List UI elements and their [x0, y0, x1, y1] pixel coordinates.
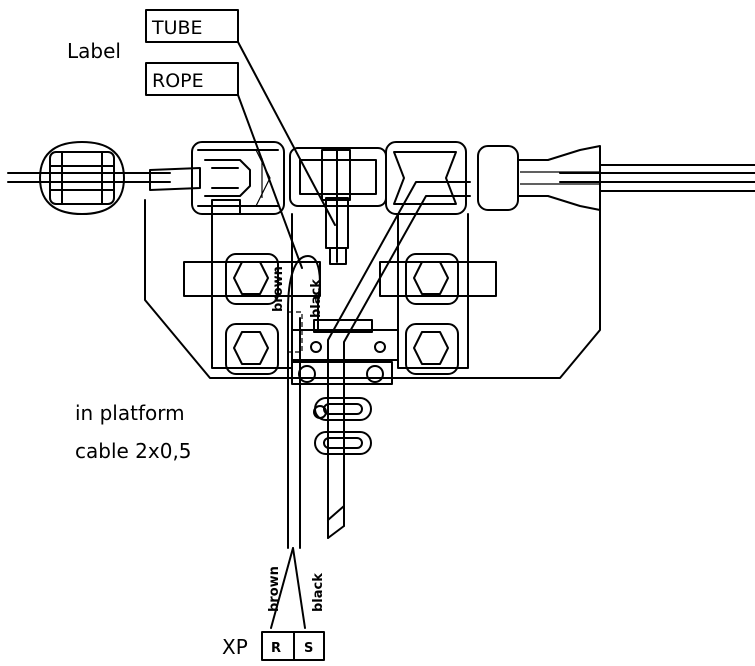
- xp-label: XP: [222, 635, 248, 659]
- center-bolt: [321, 149, 351, 265]
- wire-label-brown-upper: brown: [271, 266, 286, 312]
- rope-lines: [7, 164, 755, 192]
- cable-spec-note: cable 2x0,5: [75, 439, 192, 463]
- rope-tag-text: ROPE: [152, 70, 204, 92]
- brown-wire: [287, 255, 321, 549]
- xp-terminal: XP R S: [222, 631, 325, 661]
- platform-outline: [144, 199, 601, 379]
- lower-wires: [270, 547, 306, 629]
- terminal-s: S: [304, 641, 313, 656]
- terminal-r: R: [271, 641, 281, 656]
- label-caption: Label: [67, 39, 121, 63]
- tube-tag-text: TUBE: [151, 17, 203, 39]
- tube-tag: TUBE: [145, 9, 239, 43]
- left-bracket: [183, 199, 321, 375]
- rope-tag: ROPE: [145, 62, 239, 96]
- left-rope-clamp: [39, 141, 125, 215]
- wire-label-brown-lower: brown: [267, 566, 282, 612]
- left-gland: [149, 141, 285, 215]
- wire-label-black-upper: black: [309, 279, 324, 318]
- wire-label-black-lower: black: [311, 573, 326, 612]
- chain-links: [313, 397, 372, 455]
- in-platform-note: in platform: [75, 401, 185, 425]
